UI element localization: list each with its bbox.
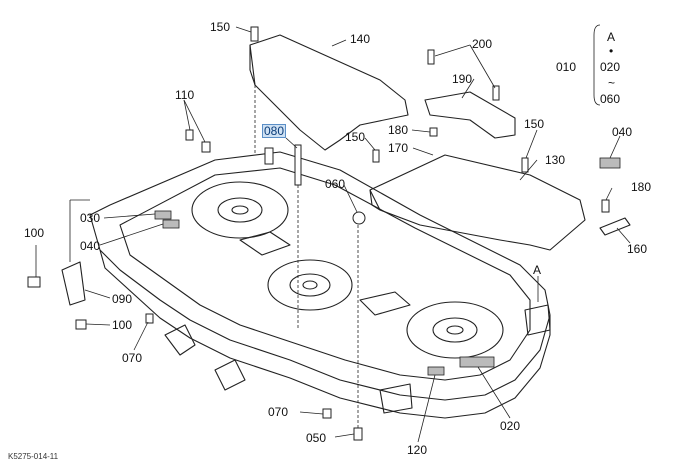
figure-code: K5275-014-11: [8, 452, 59, 461]
callout-200: 200: [472, 37, 493, 51]
callout-070a: 070: [122, 351, 143, 365]
belt-cover-140: [249, 34, 409, 151]
callout-060: 060: [325, 177, 346, 191]
legend-letter: A: [607, 30, 616, 44]
left-blade-housing: [191, 181, 289, 239]
decal-120: [427, 366, 445, 376]
legend-tilde: ~: [608, 76, 616, 90]
callout-140: 140: [350, 32, 371, 46]
callout-180b: 180: [631, 180, 652, 194]
legend-start: 020: [600, 60, 621, 74]
deck-inner-rim: [119, 167, 531, 381]
nut-070b: [322, 408, 332, 419]
callout-040a: 040: [612, 125, 633, 139]
bolt-180b: [601, 199, 610, 213]
bolt-200b: [492, 85, 500, 101]
callout-100b: 100: [112, 318, 133, 332]
callout-050: 050: [306, 431, 327, 445]
bolt-150b: [372, 149, 380, 163]
callout-020: 020: [500, 419, 521, 433]
deck-shell: [89, 151, 551, 401]
nut-060: [352, 211, 366, 225]
callout-120: 120: [407, 443, 428, 457]
callout-100a: 100: [24, 226, 45, 240]
washer-110a: [185, 129, 194, 141]
cover-130: [369, 154, 586, 251]
decal-020: [459, 356, 495, 368]
callout-a-point: A: [533, 263, 542, 277]
decal-040b: [162, 219, 180, 229]
bolt-080: [294, 144, 302, 186]
callout-130: 130: [545, 153, 566, 167]
deck-skirt: [99, 249, 551, 419]
decal-030: [154, 210, 172, 220]
callout-090: 090: [112, 292, 133, 306]
callout-030: 030: [80, 211, 101, 225]
callout-040b: 040: [80, 239, 101, 253]
plate-090: [61, 261, 86, 306]
callout-070b: 070: [268, 405, 289, 419]
center-blade-housing: [267, 259, 353, 311]
bolt-150a: [250, 26, 259, 42]
bolt-100a: [27, 276, 41, 288]
right-blade-housing: [406, 301, 504, 359]
callout-190: 190: [452, 72, 473, 86]
nut-180a: [429, 127, 438, 137]
legend-end: 060: [600, 92, 621, 106]
bolt-050: [353, 427, 363, 441]
callout-150a: 150: [210, 20, 231, 34]
callout-150c: 150: [524, 117, 545, 131]
callout-110: 110: [175, 88, 195, 102]
bolt-150c: [521, 157, 529, 173]
callout-170: 170: [388, 141, 409, 155]
callout-180a: 180: [388, 123, 409, 137]
callout-010: 010: [556, 60, 577, 74]
legend-bullet: •: [609, 44, 614, 58]
bolt-100b: [75, 319, 87, 330]
stud: [264, 147, 274, 165]
decal-040a: [599, 157, 621, 169]
callout-160: 160: [627, 242, 648, 256]
callout-150b: 150: [345, 130, 366, 144]
nut-070a: [145, 313, 154, 324]
arm-160: [599, 217, 631, 236]
bracket-190: [424, 91, 516, 139]
callout-080: 080: [262, 124, 287, 138]
washer-110b: [201, 141, 211, 153]
bolt-200a: [427, 49, 435, 65]
